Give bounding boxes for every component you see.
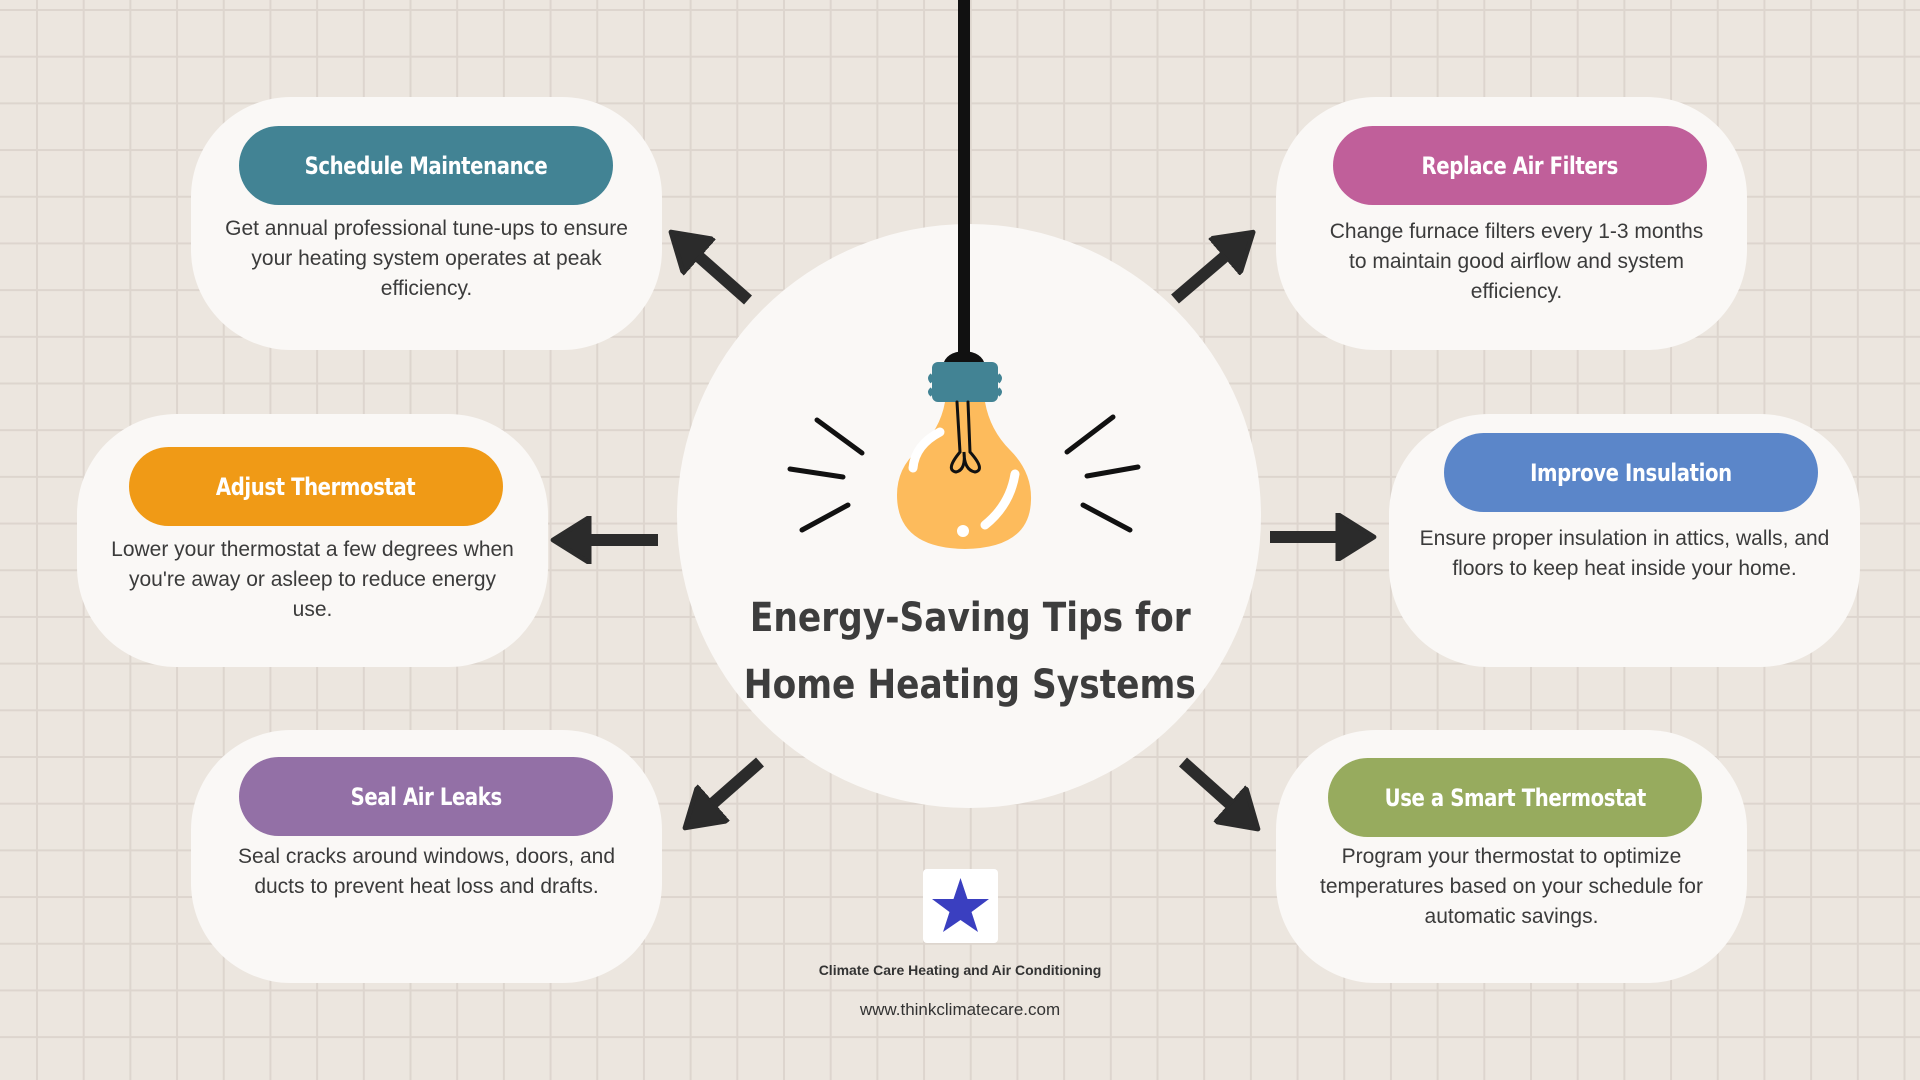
tip-card-schedule-maintenance: Schedule Maintenance Get annual professi… (191, 97, 662, 350)
infographic-title: Energy-Saving Tips for Home Heating Syst… (700, 585, 1240, 719)
tip-title: Seal Air Leaks (350, 782, 502, 811)
tip-description: Change furnace filters every 1-3 months … (1329, 220, 1704, 303)
tip-title-badge: Adjust Thermostat (129, 447, 503, 526)
company-name: Climate Care Heating and Air Conditionin… (818, 962, 1102, 978)
company-logo (923, 869, 998, 943)
arrow-bottom-right-icon (1179, 757, 1249, 821)
tip-description: Get annual professional tune-ups to ensu… (225, 217, 628, 300)
title-line-1: Energy-Saving Tips for (749, 595, 1191, 641)
star-icon (932, 878, 989, 932)
arrow-top-right-icon (1171, 240, 1244, 304)
tip-title-badge: Improve Insulation (1444, 433, 1818, 512)
tip-card-adjust-thermostat: Adjust Thermostat Lower your thermostat … (77, 414, 548, 667)
tip-title-badge: Use a Smart Thermostat (1328, 758, 1702, 837)
tip-title: Adjust Thermostat (216, 472, 416, 501)
tip-title-badge: Seal Air Leaks (239, 757, 613, 836)
light-bulb-icon (897, 0, 1032, 549)
arrow-bottom-left-icon (694, 757, 764, 820)
tip-description: Program your thermostat to optimize temp… (1320, 845, 1703, 928)
tip-description: Lower your thermostat a few degrees when… (111, 538, 514, 621)
tip-description: Ensure proper insulation in attics, wall… (1419, 527, 1830, 580)
tip-card-improve-insulation: Improve Insulation Ensure proper insulat… (1389, 414, 1860, 667)
tip-title-badge: Replace Air Filters (1333, 126, 1707, 205)
arrow-top-left-icon (680, 240, 752, 305)
tip-title: Improve Insulation (1530, 458, 1732, 487)
company-website-link[interactable]: www.thinkclimatecare.com (859, 1000, 1061, 1019)
tip-title: Use a Smart Thermostat (1384, 783, 1646, 812)
tip-card-use-smart-thermostat: Use a Smart Thermostat Program your ther… (1276, 730, 1747, 983)
tip-card-replace-air-filters: Replace Air Filters Change furnace filte… (1276, 97, 1747, 350)
tip-card-seal-air-leaks: Seal Air Leaks Seal cracks around window… (191, 730, 662, 983)
tip-title-badge: Schedule Maintenance (239, 126, 613, 205)
title-line-2: Home Heating Systems (743, 662, 1197, 708)
tip-description: Seal cracks around windows, doors, and d… (237, 845, 616, 898)
light-rays-icon (787, 414, 1141, 533)
tip-title: Replace Air Filters (1421, 151, 1619, 180)
tip-title: Schedule Maintenance (304, 151, 548, 180)
